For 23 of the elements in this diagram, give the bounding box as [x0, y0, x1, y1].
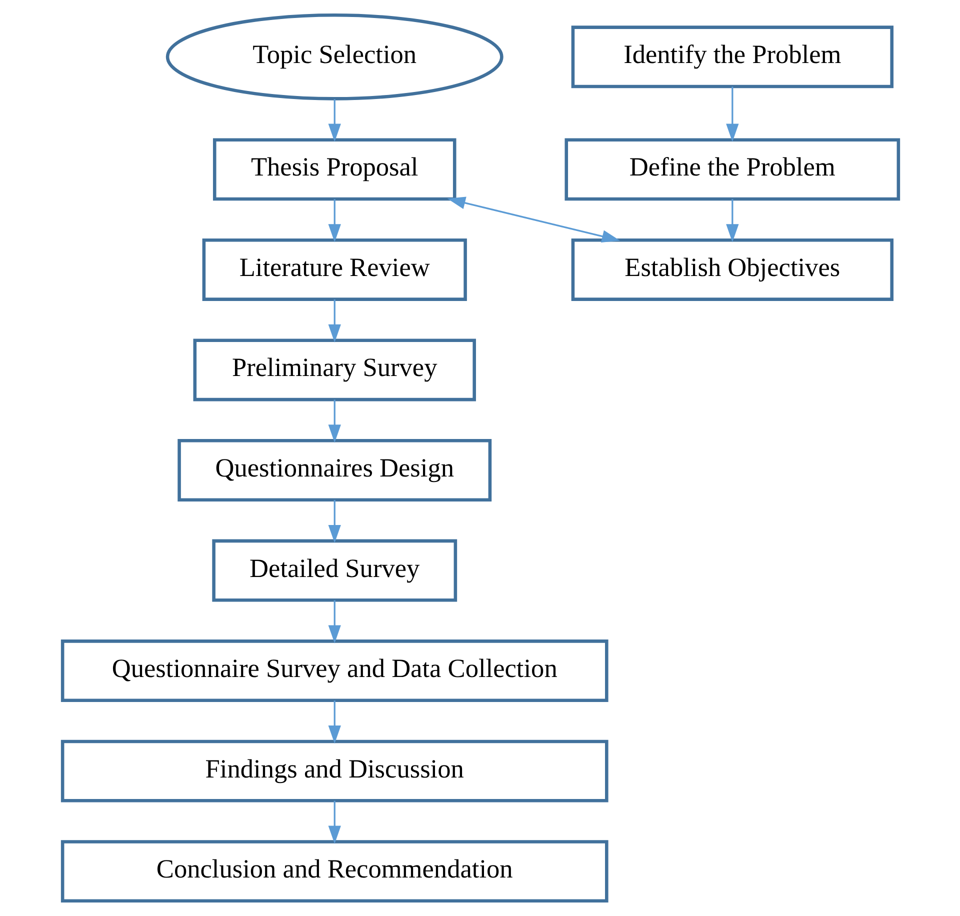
- node-box: Thesis Proposal: [212, 138, 456, 201]
- node-box: Conclusion and Recommendation: [60, 840, 608, 903]
- node-box: Identify the Problem: [570, 26, 893, 88]
- node-box: Questionnaires Design: [177, 439, 492, 502]
- node-box: Detailed Survey: [212, 539, 457, 602]
- arrow: [328, 700, 340, 744]
- node-box: Findings and Discussion: [60, 740, 608, 802]
- arrow: [726, 86, 738, 142]
- node-box: Literature Review: [202, 238, 466, 301]
- node-box: Define the Problem: [564, 138, 900, 201]
- arrow: [328, 600, 340, 644]
- node-box: Questionnaire Survey and Data Collection: [60, 640, 608, 702]
- arrow: [328, 299, 340, 343]
- arrow: [446, 196, 620, 243]
- arrow: [328, 400, 340, 443]
- node-box: Establish Objectives: [570, 238, 893, 301]
- node-ellipse: Topic Selection: [165, 14, 503, 100]
- arrow: [328, 500, 340, 544]
- arrow: [726, 199, 738, 242]
- arrow: [328, 99, 340, 142]
- node-box: Preliminary Survey: [192, 338, 476, 402]
- arrow: [328, 199, 340, 242]
- arrow: [328, 800, 340, 844]
